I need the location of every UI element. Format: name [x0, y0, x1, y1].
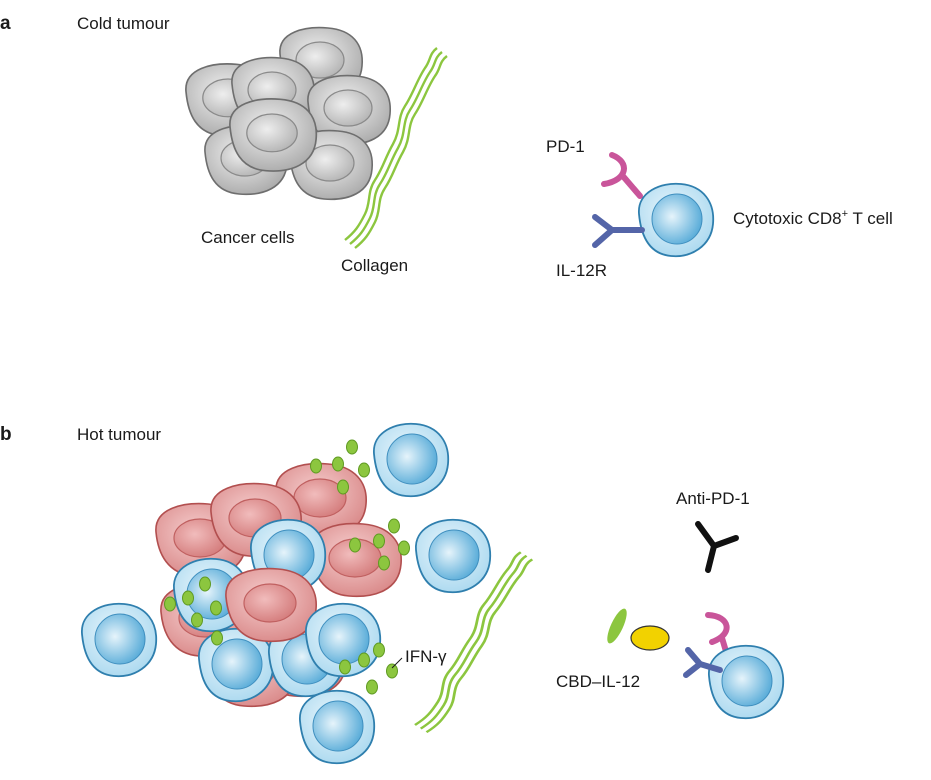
cd8-t-cell-b — [683, 612, 785, 720]
ifn-gamma-label: IFN-γ — [405, 647, 447, 666]
cbd-il12-molecule — [607, 608, 670, 651]
collagen-label: Collagen — [341, 256, 408, 275]
panel-b-title: Hot tumour — [77, 425, 161, 444]
cd8-t-cell-a — [592, 152, 715, 258]
anti-pd1-label: Anti-PD-1 — [676, 489, 750, 508]
cancer-cells-label: Cancer cells — [201, 228, 295, 247]
hot-tumour-cluster — [155, 462, 402, 708]
cbd-il12-label: CBD–IL-12 — [556, 672, 640, 691]
panel-letter-a: a — [0, 13, 11, 34]
t-cell-label: Cytotoxic CD8+ T cell — [733, 208, 893, 228]
il12r-label: IL-12R — [556, 261, 607, 280]
pd1-receptor — [619, 172, 643, 199]
cbd-domain — [607, 608, 627, 644]
cold-cancer-cell-cluster — [185, 26, 392, 201]
ifn-leader-line — [391, 657, 403, 669]
panel-letter-b: b — [0, 424, 12, 445]
anti-pd1-antibody-icon — [695, 521, 739, 573]
pd1-label: PD-1 — [546, 137, 585, 156]
panel-a-title: Cold tumour — [77, 14, 170, 33]
il12-domain — [630, 625, 670, 651]
